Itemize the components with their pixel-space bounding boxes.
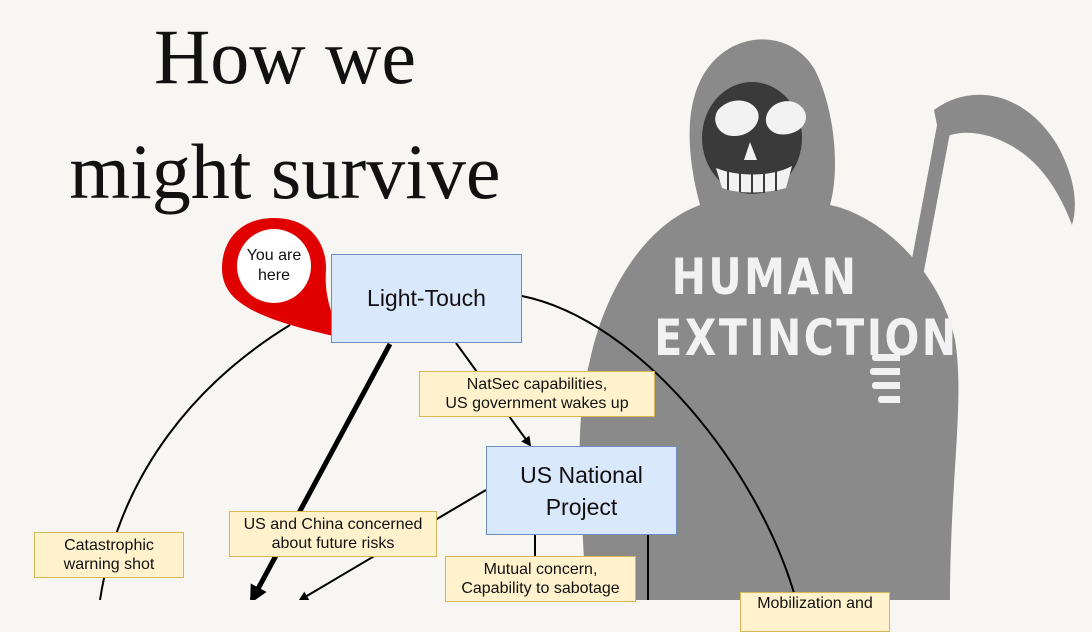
node-us-national-project[interactable]: US National Project xyxy=(486,446,677,535)
skull-icon xyxy=(702,82,806,194)
page-title-line-1: How we xyxy=(153,13,417,100)
node-us-national-project-label: US National Project xyxy=(520,461,643,520)
edge-label-catastrophic: Catastrophic warning shot xyxy=(34,532,184,578)
location-pin-icon xyxy=(222,218,343,338)
node-light-touch-label: Light-Touch xyxy=(367,285,486,311)
edge-label-us-china: US and China concerned about future risk… xyxy=(229,511,437,557)
page-title-line-2: might survive xyxy=(69,128,501,215)
human-label: HUMAN xyxy=(671,248,859,306)
edge-label-natsec: NatSec capabilities, US government wakes… xyxy=(419,371,655,417)
you-are-here-label: You are here xyxy=(246,247,302,284)
extinction-label: EXTINCTION xyxy=(654,309,959,367)
connector-light-touch-to-right xyxy=(521,295,797,600)
connector-light-touch-down-thick xyxy=(249,342,393,600)
edge-label-mobilization: Mobilization and xyxy=(740,592,890,632)
edge-label-mutual: Mutual concern, Capability to sabotage xyxy=(445,556,636,602)
node-light-touch[interactable]: Light-Touch xyxy=(331,254,522,343)
